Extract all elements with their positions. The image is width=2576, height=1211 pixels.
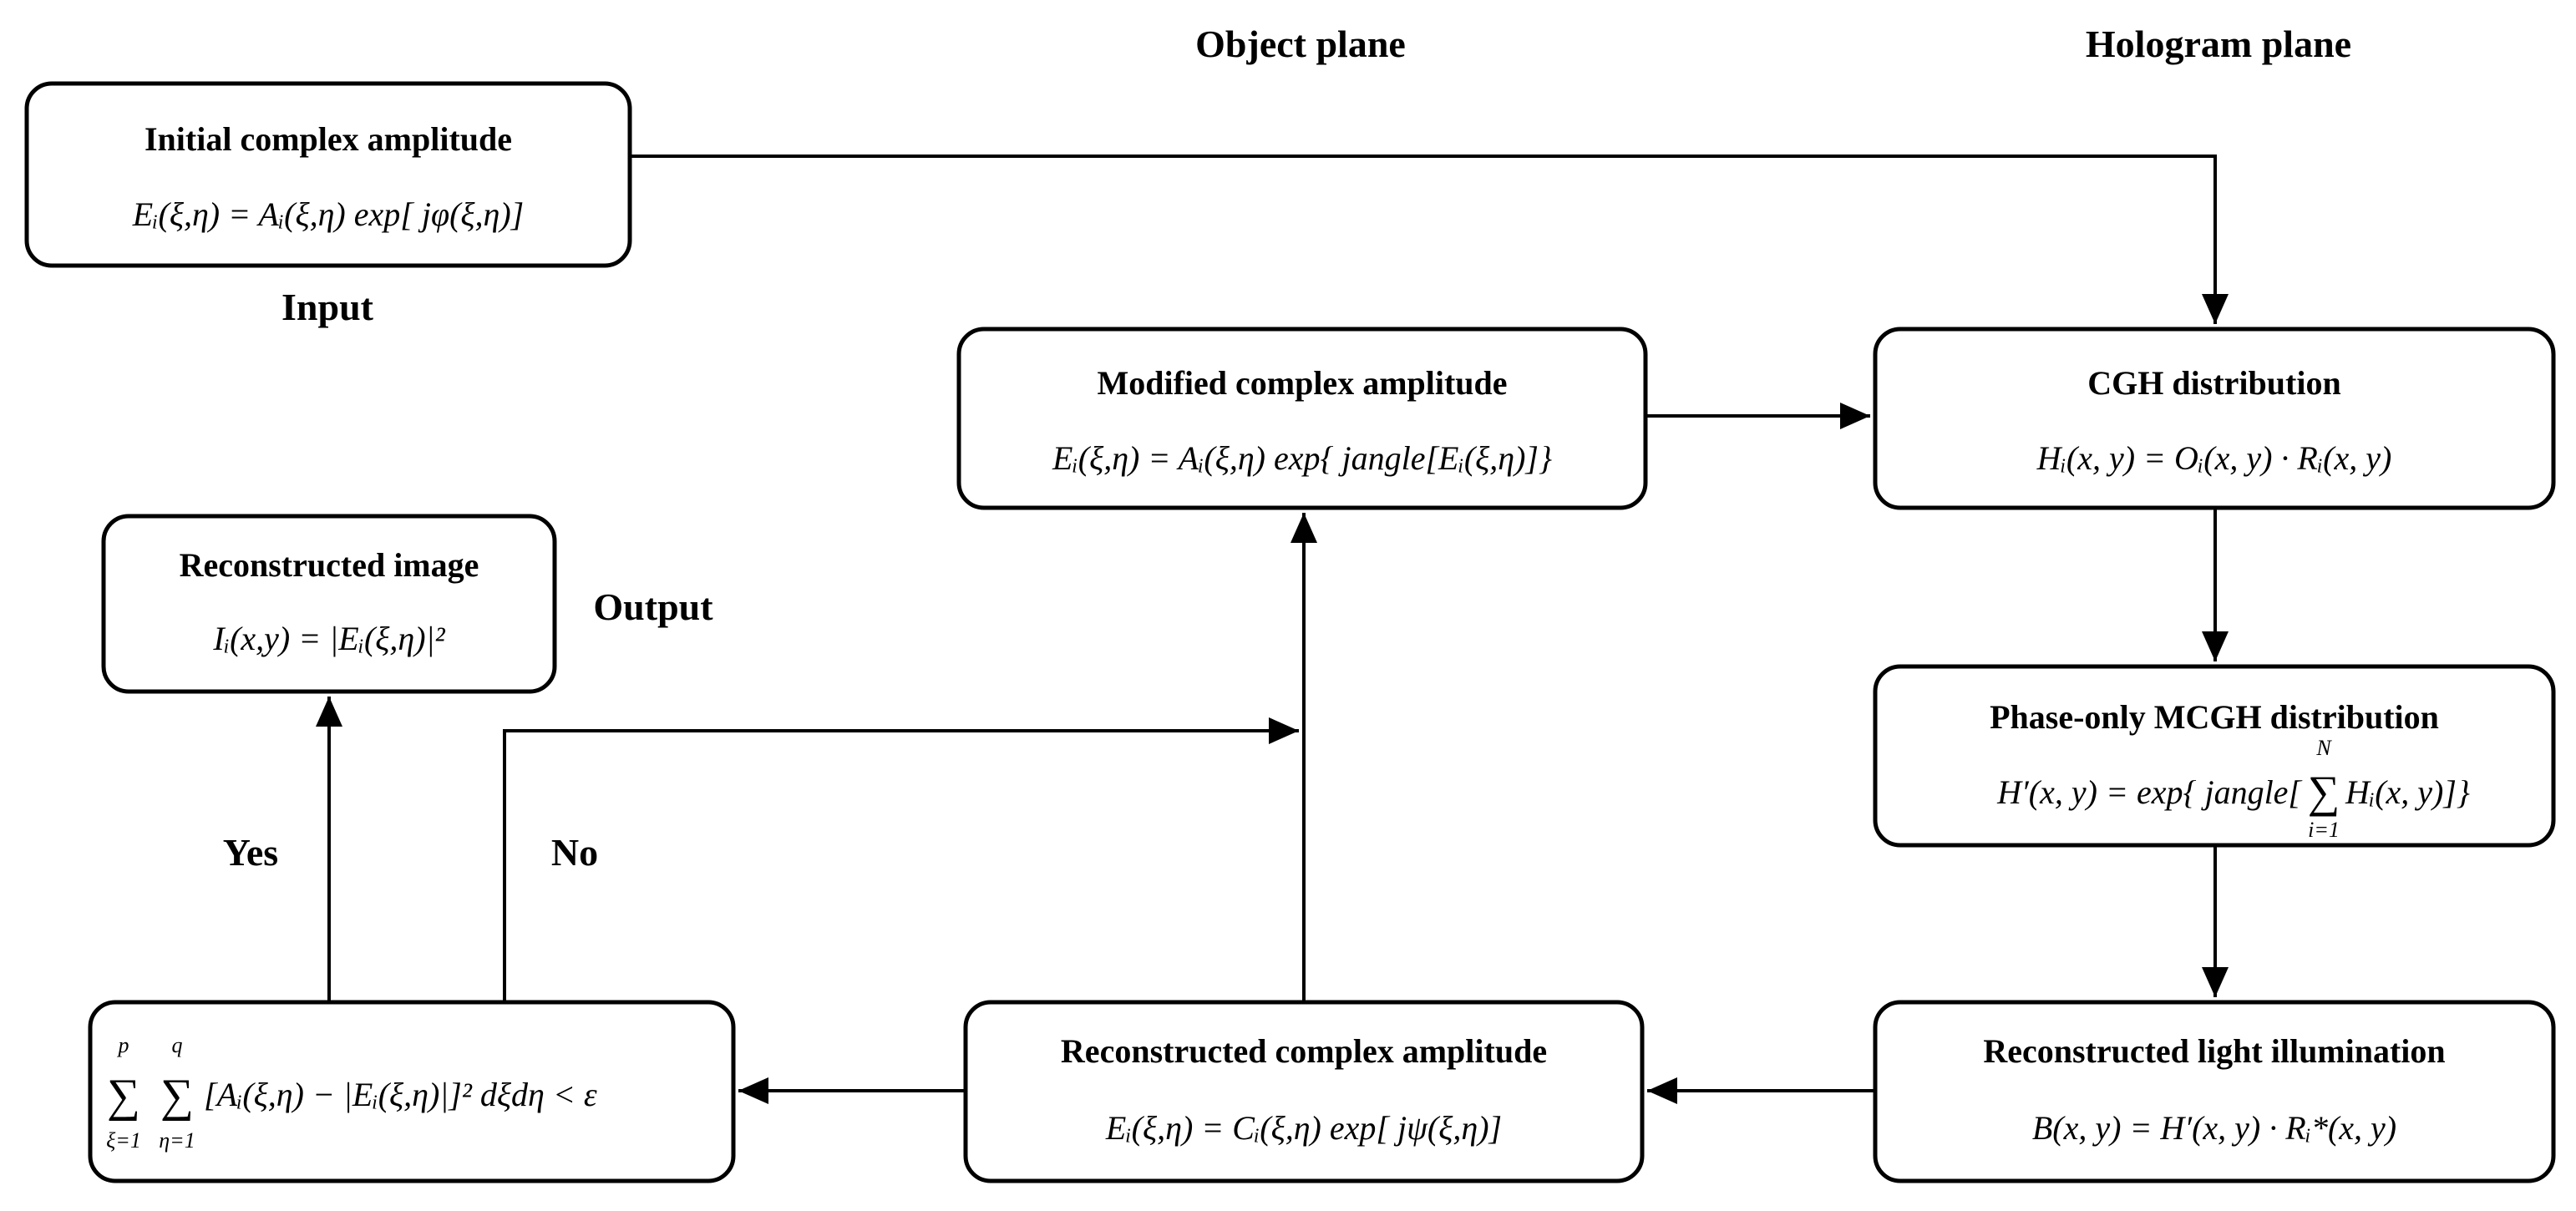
reconstructed-light-equation: B(x, y) = H′(x, y) · Rᵢ*(x, y)	[2032, 1109, 2396, 1147]
arrow-initial-to-cgh	[630, 155, 2229, 324]
no-label: No	[551, 831, 598, 874]
reconstructed-complex-amplitude-title: Reconstructed complex amplitude	[1061, 1032, 1547, 1070]
reconstructed-light-title: Reconstructed light illumination	[1983, 1032, 2445, 1070]
convergence-criterion-box: ∑ p ξ=1 ∑ q η=1 [Aᵢ(ξ,η) − |Eᵢ(ξ,η)|]² d…	[88, 1000, 736, 1183]
cgh-distribution-title: CGH distribution	[2087, 364, 2340, 402]
reconstructed-image-title: Reconstructed image	[180, 546, 479, 584]
yes-label: Yes	[223, 831, 278, 874]
criterion-equation: [Aᵢ(ξ,η) − |Eᵢ(ξ,η)|]² dξdη < ε	[204, 1076, 597, 1113]
initial-amplitude-equation: Eᵢ(ξ,η) = Aᵢ(ξ,η) exp[ jφ(ξ,η)]	[132, 195, 525, 233]
phase-only-sum-upper: N	[2315, 736, 2332, 760]
criterion-sum2-symbol: ∑	[160, 1070, 194, 1122]
arrow-no-loop	[503, 717, 1299, 1002]
criterion-sum1-symbol: ∑	[107, 1070, 140, 1122]
reconstructed-image-box: Reconstructed image Iᵢ(x,y) = |Eᵢ(ξ,η)|²	[101, 514, 557, 694]
phase-only-mcgh-title: Phase-only MCGH distribution	[1990, 698, 2439, 736]
initial-amplitude-box: Initial complex amplitude Eᵢ(ξ,η) = Aᵢ(ξ…	[24, 81, 632, 268]
modified-amplitude-box: Modified complex amplitude Eᵢ(ξ,η) = Aᵢ(…	[956, 327, 1648, 510]
criterion-sum1-lower: ξ=1	[106, 1128, 141, 1153]
reconstructed-complex-amplitude-box: Reconstructed complex amplitude Eᵢ(ξ,η) …	[963, 1000, 1645, 1183]
phase-only-sum-symbol: ∑	[2308, 767, 2340, 817]
initial-amplitude-title: Initial complex amplitude	[145, 120, 512, 158]
phase-only-mcgh-box: Phase-only MCGH distribution H′(x, y) = …	[1873, 664, 2556, 848]
phase-only-equation-tail: Hᵢ(x, y)]}	[2345, 773, 2470, 811]
object-plane-header: Object plane	[1195, 23, 1406, 65]
phase-only-sum-lower: i=1	[2308, 818, 2340, 842]
input-label: Input	[281, 286, 374, 328]
reconstructed-light-box: Reconstructed light illumination B(x, y)…	[1873, 1000, 2556, 1183]
cgh-distribution-box: CGH distribution Hᵢ(x, y) = Oᵢ(x, y) · R…	[1873, 327, 2556, 510]
output-label: Output	[593, 585, 713, 628]
phase-only-equation-main: H′(x, y) = exp{ jangle[	[1996, 773, 2303, 811]
modified-amplitude-equation: Eᵢ(ξ,η) = Aᵢ(ξ,η) exp{ jangle[Eᵢ(ξ,η)]}	[1052, 439, 1552, 477]
modified-amplitude-title: Modified complex amplitude	[1097, 364, 1507, 402]
reconstructed-image-equation: Iᵢ(x,y) = |Eᵢ(ξ,η)|²	[212, 620, 445, 657]
criterion-sum2-lower: η=1	[159, 1128, 195, 1153]
criterion-sum1-upper: p	[117, 1033, 129, 1057]
criterion-sum2-upper: q	[172, 1033, 183, 1057]
hologram-plane-header: Hologram plane	[2086, 23, 2351, 65]
reconstructed-complex-amplitude-equation: Eᵢ(ξ,η) = Cᵢ(ξ,η) exp[ jψ(ξ,η)]	[1105, 1109, 1502, 1147]
cgh-distribution-equation: Hᵢ(x, y) = Oᵢ(x, y) · Rᵢ(x, y)	[2036, 439, 2392, 477]
